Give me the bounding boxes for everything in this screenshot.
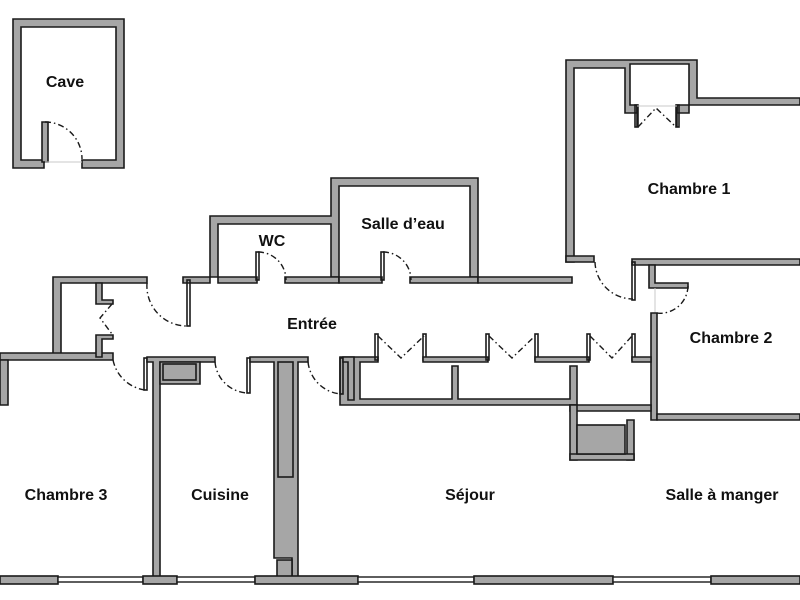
cave-walls (12, 18, 125, 169)
bedroom-doors (594, 261, 689, 421)
room-label-cuisine: Cuisine (191, 487, 249, 504)
room-label-wc: WC (259, 233, 286, 250)
exterior-bottom-wall (0, 575, 800, 585)
wc-salle-deau-walls (209, 177, 479, 284)
room-label-chambre-3: Chambre 3 (25, 487, 108, 504)
room-label-chambre-1: Chambre 1 (648, 181, 731, 198)
kitchen-walls (146, 356, 355, 581)
room-label-salle-deau: Salle d’eau (361, 216, 445, 233)
chambre-2-walls (656, 413, 800, 421)
room-labels: Cave WC Salle d’eau Chambre 1 Entrée Cha… (25, 74, 779, 504)
room-label-salle-a-manger: Salle à manger (666, 487, 779, 504)
room-label-chambre-2: Chambre 2 (690, 330, 773, 347)
room-label-sejour: Séjour (445, 487, 495, 504)
room-label-cave: Cave (46, 74, 84, 91)
closets (339, 333, 652, 461)
chambre-3-walls (0, 359, 9, 406)
chambre-1-walls (565, 59, 800, 266)
left-closet (0, 276, 191, 391)
room-label-entree: Entrée (287, 316, 337, 333)
corridor-top-wall (182, 276, 573, 284)
